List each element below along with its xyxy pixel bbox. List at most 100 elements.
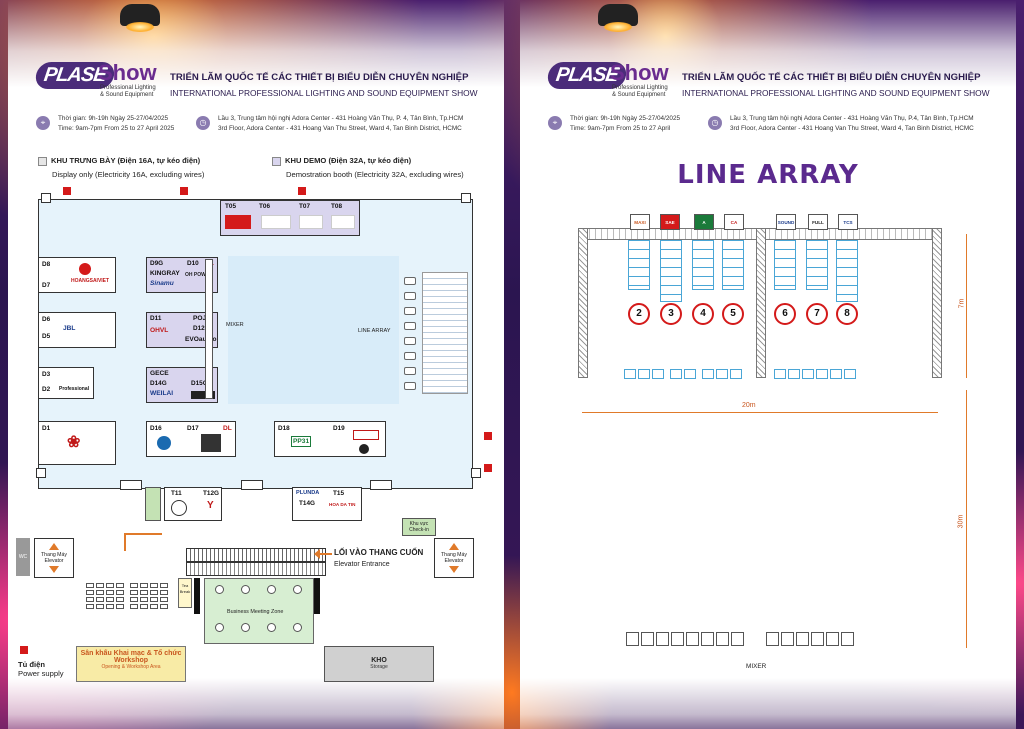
wc-area: WC (16, 538, 30, 576)
demo-listening-area (228, 256, 399, 404)
booth-label-t06: T06 (259, 203, 271, 210)
brand-weilai: WEILAI (150, 390, 174, 397)
booth-number-8: 8 (836, 303, 858, 325)
round-table (241, 585, 250, 594)
subwoofer (638, 369, 650, 379)
booth-label-t11: T11 (171, 490, 182, 497)
line-array-title: LINE ARRAY (677, 160, 859, 190)
subwoofer (670, 369, 682, 379)
brand-logo-t06 (261, 215, 291, 229)
line-array-stack (722, 240, 744, 290)
column-marker (36, 468, 46, 478)
booth-label-d8: D8 (42, 261, 51, 268)
booth-label-t08: T08 (331, 203, 343, 210)
booth-t14g-t15: PLUNDA T14G T15 HOA DA TIN (292, 487, 362, 521)
round-table (293, 585, 302, 594)
booth-number-4: 4 (692, 303, 714, 325)
stage-lamp-icon (598, 4, 638, 32)
storage-subtitle: Storage (370, 664, 388, 670)
booth-t11-t12g: T11 T12G Y (164, 487, 222, 521)
arrow-down-icon (449, 566, 459, 573)
dimension-depth-label: 30m (957, 514, 965, 529)
brand-box-tcs: TCS (838, 214, 858, 230)
time-info: ⌖ Thời gian: 9h-19h Ngày 25-27/04/2025 T… (36, 114, 196, 140)
elevator-left-label: Thang Máy Elevator (41, 552, 67, 564)
booth-label-d1: D1 (42, 425, 51, 432)
time-vi: Thời gian: 9h-19h Ngày 25-27/04/2025 (58, 115, 169, 122)
booth-label-t05: T05 (225, 203, 237, 210)
time-info: ⌖ Thời gian: 9h-19h Ngày 25-27/04/2025 T… (548, 114, 708, 140)
subwoofer (830, 369, 842, 379)
mixer-desk (716, 632, 729, 646)
subwoofer (774, 369, 786, 379)
mixer-desk (841, 632, 854, 646)
venue-en: 3rd Floor, Adora Center - 431 Hoang Van … (218, 125, 462, 132)
booth-label-d7: D7 (42, 282, 51, 289)
legend-demo-title: KHU DEMO (Điện 32A, tự kéo điện) (285, 156, 412, 165)
truss-tower (756, 228, 766, 378)
dimension-height-label: 7m (958, 298, 966, 309)
brand-kingray: KINGRAY (150, 270, 180, 277)
venue-vi: Lầu 3, Trung tâm hội nghị Adora Center -… (218, 115, 464, 122)
truss-tower (578, 228, 588, 378)
title-english: INTERNATIONAL PROFESSIONAL LIGHTING AND … (682, 88, 990, 98)
partition-wall (314, 578, 320, 614)
booth-label-t14g: T14G (299, 500, 315, 507)
stage-title: Sân khấu Khai mạc & Tổ chức Workshop (80, 650, 182, 664)
brand-logo-t07 (299, 215, 323, 229)
subwoofer (652, 369, 664, 379)
mixer-desk (781, 632, 794, 646)
entrance-arrow-icon (314, 549, 332, 559)
escalator (186, 548, 326, 562)
mixer-desk (671, 632, 684, 646)
power-supply-title: Tủ điện (18, 660, 45, 669)
storage-area: KHO Storage (324, 646, 434, 682)
entrance-route-line (124, 533, 162, 551)
brand-poj: POJ (193, 315, 207, 322)
venue-info: ◷ Lầu 3, Trung tâm hội nghị Adora Center… (708, 114, 1008, 140)
mixer-desk (641, 632, 654, 646)
mixer-desk (796, 632, 809, 646)
legend-demo-desc: Demostration booth (Electricity 32A, exc… (286, 169, 464, 179)
booth-d18-d19: D18 D19 PP31 (274, 421, 386, 457)
venue-en: 3rd Floor, Adora Center - 431 Hoang Van … (730, 125, 974, 132)
power-supply-marker (180, 187, 188, 195)
brand-sinamu: Sinamu (150, 280, 174, 287)
booth-label-d2: D2 (42, 386, 51, 393)
round-table (267, 623, 276, 632)
dimension-width-label: 20m (742, 402, 756, 409)
mixer-desk (626, 632, 639, 646)
subwoofer (716, 369, 728, 379)
time-en: Time: 9am-7pm From 25 to 27 April 2025 (58, 125, 175, 132)
door-marker (241, 480, 263, 490)
mixer-label: MIXER (746, 663, 767, 670)
booth-number-3: 3 (660, 303, 682, 325)
location-pin-icon: ⌖ (548, 116, 562, 130)
title-english: INTERNATIONAL PROFESSIONAL LIGHTING AND … (170, 88, 478, 98)
elevator-left: Thang Máy Elevator (34, 538, 74, 578)
booth-label-d19: D19 (333, 425, 345, 432)
brand-logo-d19b (359, 444, 369, 454)
legend-demo-swatch (272, 156, 281, 166)
line-array-stack (836, 240, 858, 302)
mixer-desk (731, 632, 744, 646)
mixer-desk (826, 632, 839, 646)
elevator-right-label: Thang Máy Elevator (441, 552, 467, 564)
brand-oh-power: OH POWER (185, 272, 213, 278)
round-table (215, 585, 224, 594)
dimension-depth-line (966, 390, 967, 648)
brand-logo-t05 (225, 215, 251, 229)
dimension-height-line (966, 234, 967, 378)
legend-display-desc: Display only (Electricity 16A, excluding… (52, 169, 205, 179)
booth-label-d9g: D9G (150, 260, 164, 267)
subwoofer (844, 369, 856, 379)
booth-label-d12g: D12G (193, 325, 210, 332)
booth-label-d3: D3 (42, 371, 51, 378)
booth-label-d11: D11 (150, 315, 162, 322)
checkin-booth-small (145, 487, 161, 521)
power-supply-marker (298, 187, 306, 195)
line-array-stack (774, 240, 796, 290)
booth-label-d10: D10 (187, 260, 199, 267)
speaker-icon (404, 322, 416, 330)
speaker-icon (404, 352, 416, 360)
